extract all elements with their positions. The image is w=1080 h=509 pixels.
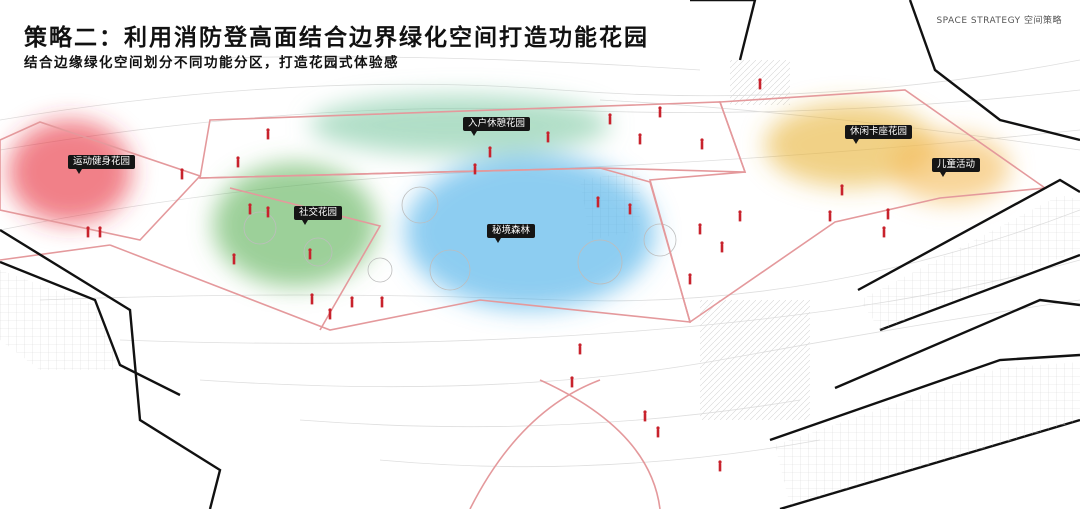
person-figure	[350, 296, 354, 308]
page-title: 策略二：利用消防登高面结合边界绿化空间打造功能花园	[24, 25, 649, 51]
zone-label-forest: 秘境森林	[487, 224, 536, 243]
person-figure	[738, 210, 742, 222]
person-figure	[638, 133, 642, 145]
person-figure	[328, 308, 332, 320]
person-figure	[658, 106, 662, 118]
person-figure	[570, 376, 574, 388]
person-figure	[886, 208, 890, 220]
zone-glow-entrance	[310, 95, 610, 155]
zone-label-kids: 儿童活动	[932, 158, 981, 177]
person-figure	[473, 163, 477, 175]
zone-label-leisure: 休闲卡座花园	[845, 125, 913, 144]
person-figure	[380, 296, 384, 308]
person-figure	[232, 253, 236, 265]
planting-circles	[243, 186, 677, 291]
strategy-badge: SPACE STRATEGY 空间策略	[936, 16, 1062, 26]
zone-boundaries	[0, 89, 1048, 509]
person-figure	[720, 241, 724, 253]
person-figure	[608, 113, 612, 125]
person-figure	[266, 206, 270, 218]
person-figure	[700, 138, 704, 150]
person-figure	[628, 203, 632, 215]
person-figure	[758, 78, 762, 90]
zone-label-entrance: 入户休憩花园	[463, 117, 531, 136]
page-subtitle: 结合边缘绿化空间划分不同功能分区，打造花园式体验感	[24, 55, 399, 71]
person-figure	[180, 168, 184, 180]
person-figure	[578, 343, 582, 355]
person-figure	[882, 226, 886, 238]
person-figure	[546, 131, 550, 143]
person-figure	[596, 196, 600, 208]
person-figure	[698, 223, 702, 235]
zone-label-sports: 运动健身花园	[68, 155, 136, 174]
person-figure	[266, 128, 270, 140]
zone-glow-sports	[8, 120, 132, 224]
person-figure	[86, 226, 90, 238]
person-figure	[248, 203, 252, 215]
person-figure	[656, 426, 660, 438]
person-figure	[643, 410, 647, 422]
person-figure	[98, 226, 102, 238]
zone-label-social: 社交花园	[294, 206, 343, 225]
person-figure	[840, 184, 844, 196]
person-figure	[688, 273, 692, 285]
building-grids	[0, 195, 1080, 505]
person-figure	[310, 293, 314, 305]
person-figure	[828, 210, 832, 222]
zone-glow-social	[213, 163, 377, 287]
person-figure	[718, 460, 722, 472]
person-figure	[308, 248, 312, 260]
person-figure	[488, 146, 492, 158]
person-figure	[236, 156, 240, 168]
people-figures	[86, 78, 890, 472]
